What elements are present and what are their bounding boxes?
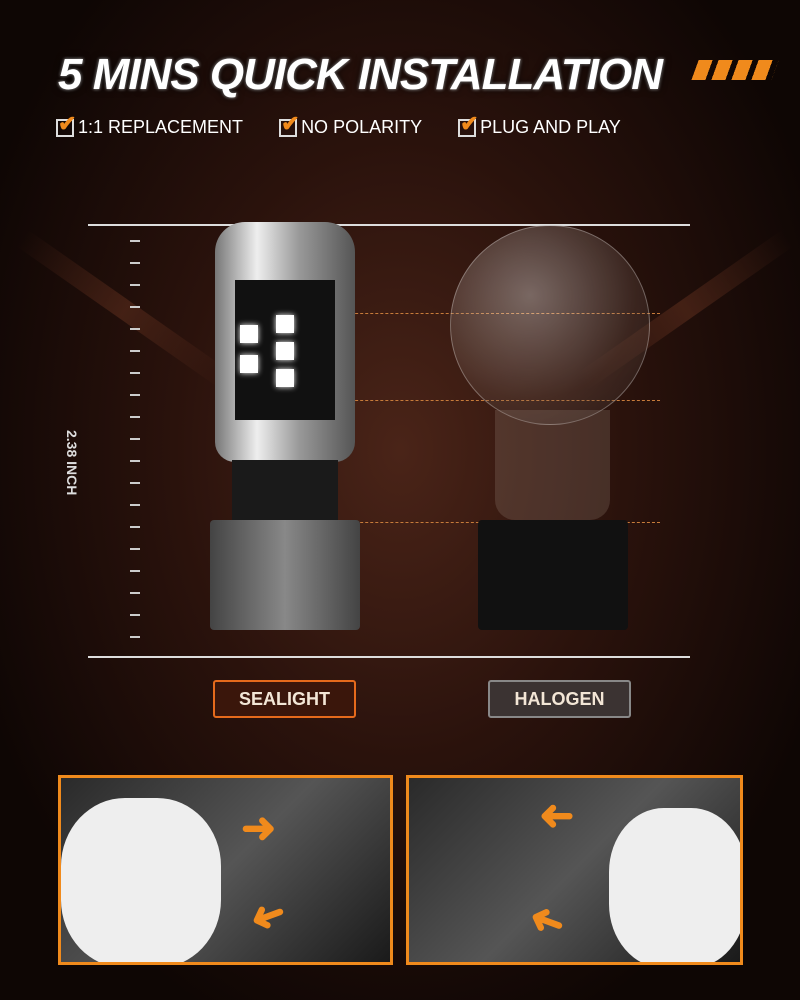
feature-item: 1:1 REPLACEMENT <box>56 111 244 138</box>
ruler <box>130 240 140 640</box>
feature-list: 1:1 REPLACEMENT NO POLARITY PLUG AND PLA… <box>56 111 621 138</box>
led-bulb-base <box>210 520 360 630</box>
arrow-icon: ➜ <box>522 894 572 951</box>
feature-label: NO POLARITY <box>301 117 423 137</box>
glove-hand <box>609 808 740 962</box>
checkered-flag-icon <box>691 60 779 80</box>
checkbox-icon <box>279 111 300 137</box>
glove-hand <box>61 798 221 962</box>
halogen-bulb-neck <box>495 410 610 520</box>
feature-item: NO POLARITY <box>279 111 423 138</box>
checkbox-icon <box>56 111 76 137</box>
arrow-icon: ➜ <box>244 889 294 946</box>
halogen-bulb <box>450 225 650 425</box>
led-chip <box>276 315 294 333</box>
install-step-insert-photo: ➜ ➜ <box>406 775 743 965</box>
top-measure-line <box>88 224 690 226</box>
led-chip <box>240 325 258 343</box>
halogen-label: HALOGEN <box>488 680 631 718</box>
halogen-bulb-base <box>478 520 628 630</box>
install-step-remove-photo: ➜ ➜ <box>58 775 393 965</box>
height-measurement: 2.38 INCH <box>64 430 80 496</box>
feature-item: PLUG AND PLAY <box>458 111 621 138</box>
led-chip <box>276 342 294 360</box>
led-chip <box>276 369 294 387</box>
checkbox-icon <box>458 111 479 137</box>
sealight-label: SEALIGHT <box>213 680 356 718</box>
feature-label: PLUG AND PLAY <box>480 117 621 137</box>
led-chip <box>240 355 258 373</box>
feature-label: 1:1 REPLACEMENT <box>78 117 244 137</box>
bottom-measure-line <box>88 656 690 658</box>
arrow-icon: ➜ <box>539 794 575 841</box>
arrow-icon: ➜ <box>241 804 277 851</box>
led-bulb-neck <box>232 460 338 520</box>
page-title: 5 MINS QUICK INSTALLATION <box>58 50 663 99</box>
